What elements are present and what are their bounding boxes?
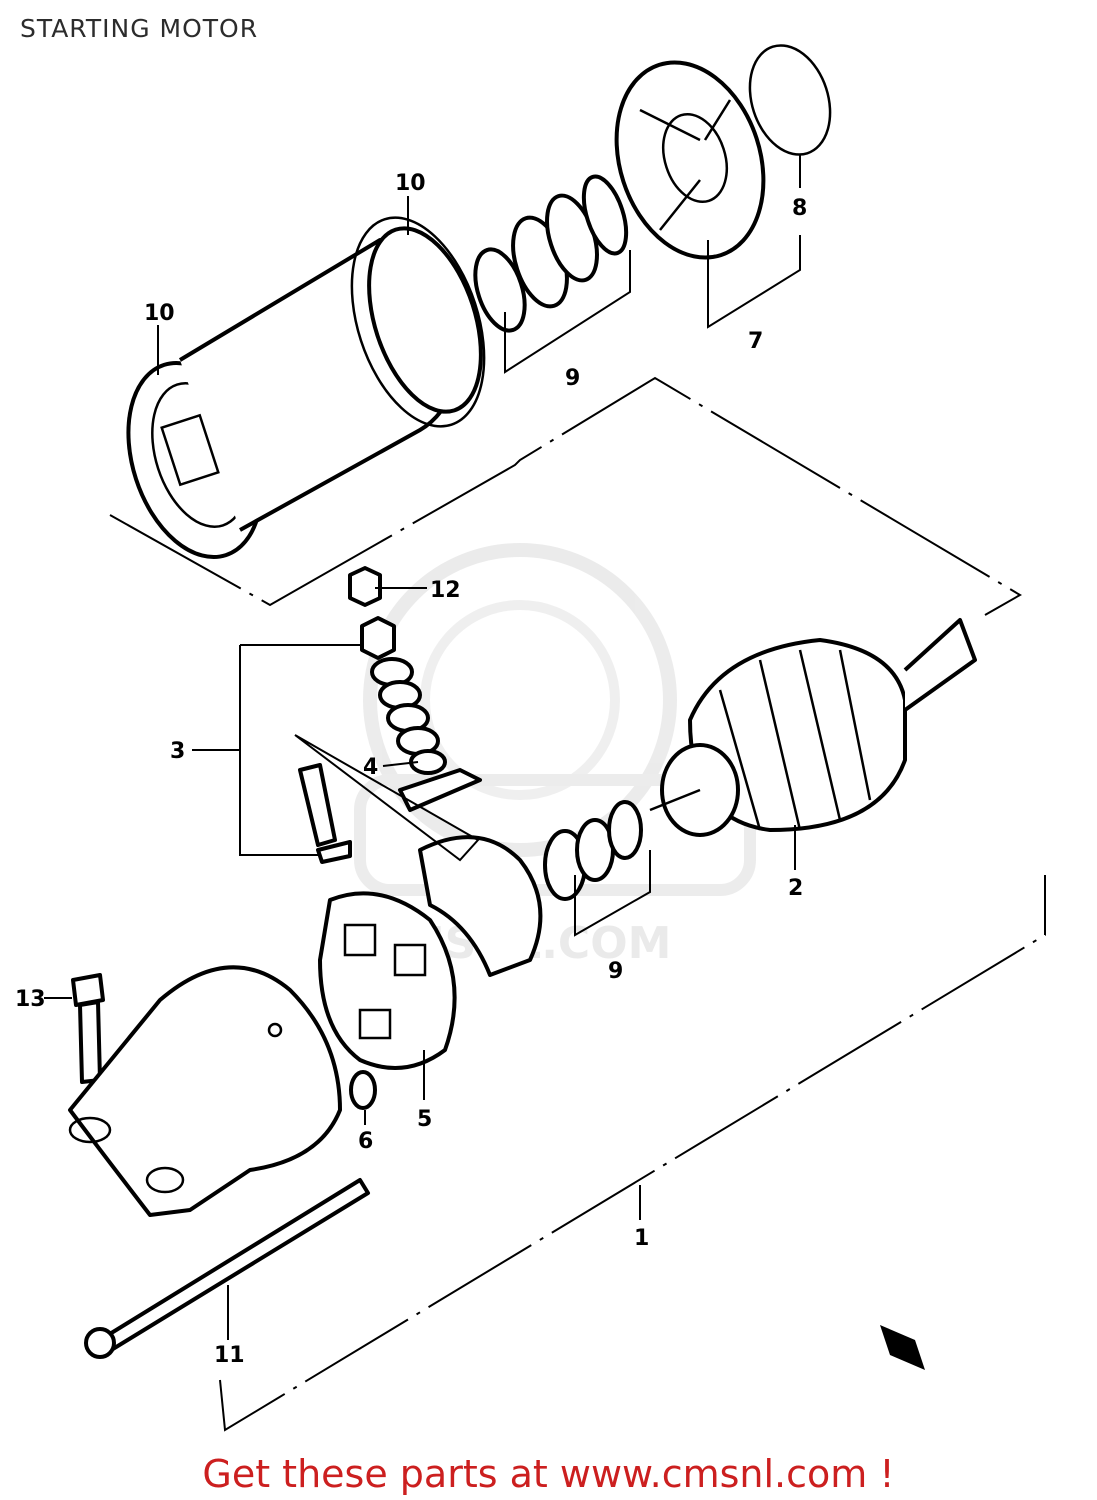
callout-label: 10	[144, 301, 175, 326]
callout-label: 3	[170, 739, 185, 764]
end-cover	[614, 60, 766, 260]
callout-label: 5	[417, 1107, 432, 1132]
washers-upper	[473, 174, 629, 333]
brush-holder	[318, 891, 457, 1070]
terminal-bolt	[298, 763, 352, 864]
front-direction-icon	[880, 1325, 925, 1370]
callout-label: 9	[565, 366, 580, 391]
callout-label: 1	[634, 1226, 649, 1251]
terminal-nut-stack	[348, 566, 447, 775]
callout-label: 13	[15, 987, 46, 1012]
callout-label: 4	[363, 755, 378, 780]
callout-label: 6	[358, 1129, 373, 1154]
o-ring	[748, 44, 832, 156]
callout-label: 2	[788, 876, 803, 901]
washers-lower	[543, 800, 643, 901]
callout-label: 9	[608, 959, 623, 984]
mounting-bolt	[71, 973, 105, 1084]
bearing	[349, 1070, 377, 1110]
assembly-frame-upper	[109, 376, 1022, 616]
assembly-frame-lower	[219, 875, 1046, 1432]
leader-lines	[44, 155, 801, 1340]
brush-plate	[398, 768, 543, 977]
callout-label: 7	[748, 329, 763, 354]
yoke-housing	[126, 216, 486, 560]
callout-label: 12	[430, 578, 461, 603]
callout-label: 8	[792, 196, 807, 221]
promo-link-text[interactable]: Get these parts at www.cmsnl.com !	[202, 1452, 895, 1496]
front-bracket	[68, 965, 342, 1217]
armature	[649, 618, 977, 837]
page-title: STARTING MOTOR	[20, 14, 259, 43]
callout-labels: 10 10 8 7 9 12 3 4 2 9 13 5 6 1 11	[15, 171, 807, 1368]
through-bolt	[84, 1178, 370, 1359]
callout-label: 10	[395, 171, 426, 196]
callout-label: 11	[214, 1343, 245, 1368]
